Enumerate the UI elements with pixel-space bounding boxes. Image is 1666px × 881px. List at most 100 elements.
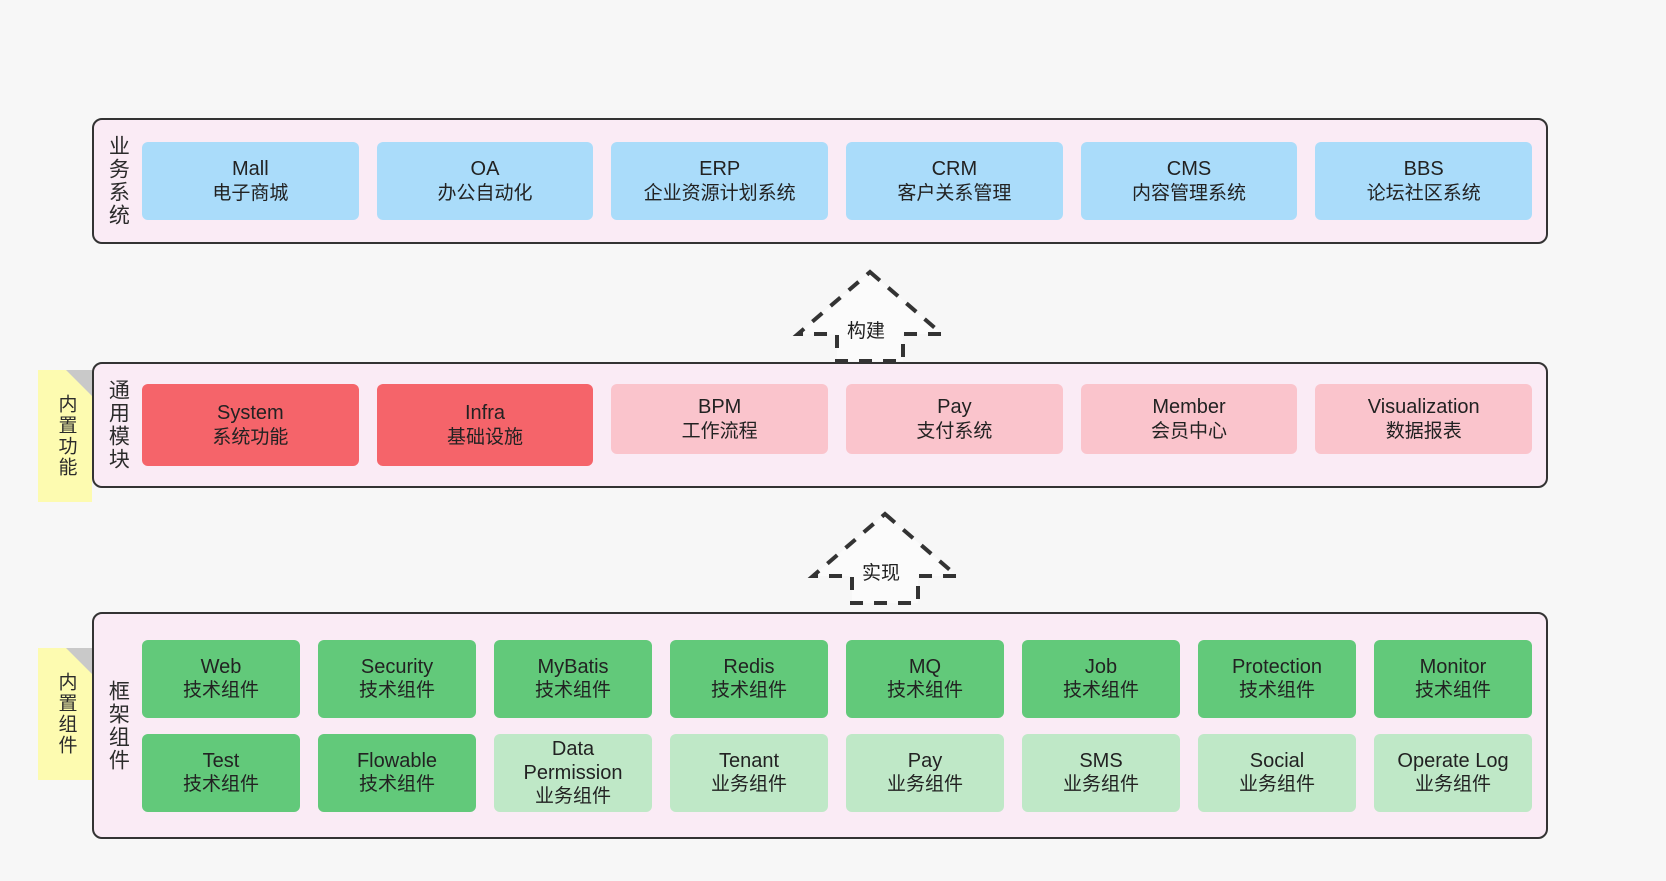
layer-common-modules-body: System 系统功能 Infra 基础设施 BPM 工作流程 Pay 支付系统… (140, 364, 1546, 486)
layer-common-modules-title: 通用模块 (106, 379, 130, 471)
note-builtin-components: 内置组件 (38, 648, 92, 780)
framework-cell-mybatis[interactable]: MyBatis 技术组件 (494, 639, 652, 718)
module-cell-visualization-name: Visualization (1367, 396, 1480, 419)
framework-cell-pay-name: Pay (907, 749, 943, 772)
note-builtin-features-label: 内置功能 (55, 394, 77, 478)
framework-cell-test-name: Test (202, 749, 240, 772)
arrow-implement-label: 实现 (862, 563, 901, 584)
framework-cell-monitor[interactable]: Monitor 技术组件 (1374, 639, 1532, 718)
module-cell-pay-sub: 支付系统 (916, 420, 993, 442)
business-cell-oa[interactable]: OA 办公自动化 (376, 142, 594, 220)
framework-cell-security-name: Security (360, 655, 434, 678)
business-cell-cms[interactable]: CMS 内容管理系统 (1080, 142, 1298, 220)
common-modules-row: System 系统功能 Infra 基础设施 BPM 工作流程 Pay 支付系统… (142, 384, 1533, 466)
business-cell-mall[interactable]: Mall 电子商城 (142, 142, 359, 220)
module-cell-infra-name: Infra (464, 402, 506, 425)
business-cell-crm[interactable]: CRM 客户关系管理 (846, 142, 1063, 220)
framework-cell-sms-name: SMS (1079, 749, 1123, 772)
framework-cell-redis-name: Redis (723, 655, 775, 678)
framework-cell-tenant-name: Tenant (718, 749, 780, 772)
note-fold-icon (66, 648, 92, 674)
business-cell-crm-name: CRM (931, 158, 978, 181)
module-cell-member-sub: 会员中心 (1151, 420, 1228, 442)
framework-cell-monitor-name: Monitor (1419, 655, 1487, 678)
framework-cell-redis[interactable]: Redis 技术组件 (670, 639, 828, 718)
framework-cell-data-permission-sub: 业务组件 (534, 786, 611, 808)
business-cell-oa-sub: 办公自动化 (437, 182, 533, 204)
business-cell-crm-sub: 客户关系管理 (897, 182, 1012, 204)
business-cell-bbs-name: BBS (1403, 158, 1444, 181)
business-cell-erp-name: ERP (699, 158, 741, 181)
framework-cell-web[interactable]: Web 技术组件 (142, 639, 300, 718)
framework-cell-operate-log-name: Operate Log (1397, 749, 1509, 772)
framework-cell-tenant[interactable]: Tenant 业务组件 (670, 733, 828, 812)
arrow-build-label: 构建 (847, 321, 886, 342)
layer-framework-components: 框架组件 Web 技术组件 Security 技术组件 MyBatis 技术组件… (92, 612, 1548, 839)
framework-cell-pay-sub: 业务组件 (886, 774, 963, 796)
framework-cell-mq-name: MQ (908, 655, 942, 678)
framework-cell-web-name: Web (200, 655, 242, 678)
framework-cell-mybatis-name: MyBatis (537, 655, 609, 678)
framework-cell-protection-name: Protection (1231, 655, 1323, 678)
framework-cell-flowable-name: Flowable (356, 749, 438, 772)
module-cell-infra-sub: 基础设施 (447, 426, 524, 448)
framework-cell-protection-sub: 技术组件 (1238, 680, 1315, 702)
framework-cell-social-sub: 业务组件 (1238, 774, 1315, 796)
layer-business-systems-title: 业务系统 (106, 135, 130, 227)
framework-cell-mq-sub: 技术组件 (886, 680, 963, 702)
framework-cell-mq[interactable]: MQ 技术组件 (846, 639, 1004, 718)
module-cell-infra[interactable]: Infra 基础设施 (376, 384, 594, 466)
module-cell-system[interactable]: System 系统功能 (142, 384, 359, 466)
framework-cell-sms-sub: 业务组件 (1062, 774, 1139, 796)
business-cell-cms-name: CMS (1166, 158, 1212, 181)
business-cell-bbs[interactable]: BBS 论坛社区系统 (1315, 142, 1533, 220)
business-cell-erp-sub: 企业资源计划系统 (643, 182, 796, 204)
module-cell-visualization-sub: 数据报表 (1385, 420, 1462, 442)
module-cell-pay-name: Pay (937, 396, 972, 419)
framework-tech-row: Web 技术组件 Security 技术组件 MyBatis 技术组件 Redi… (142, 639, 1532, 718)
framework-cell-test[interactable]: Test 技术组件 (142, 733, 300, 812)
layer-framework-components-title: 框架组件 (106, 679, 130, 772)
module-cell-bpm-name: BPM (698, 396, 742, 419)
note-fold-icon (66, 370, 92, 396)
arrow-implement: 实现 (807, 510, 963, 605)
layer-framework-components-body: Web 技术组件 Security 技术组件 MyBatis 技术组件 Redi… (140, 614, 1546, 837)
layer-business-systems-body: Mall 电子商城 OA 办公自动化 ERP 企业资源计划系统 CRM 客户关系… (140, 120, 1546, 242)
module-cell-member-name: Member (1152, 396, 1226, 419)
framework-cell-operate-log-sub: 业务组件 (1414, 774, 1491, 796)
framework-cell-web-sub: 技术组件 (182, 680, 259, 702)
framework-cell-job-name: Job (1084, 655, 1118, 678)
module-cell-system-sub: 系统功能 (212, 426, 289, 448)
business-cell-bbs-sub: 论坛社区系统 (1366, 182, 1481, 204)
layer-common-modules: 通用模块 System 系统功能 Infra 基础设施 BPM 工作流程 Pay… (92, 362, 1548, 488)
framework-cell-redis-sub: 技术组件 (710, 680, 787, 702)
framework-cell-security-sub: 技术组件 (358, 680, 435, 702)
framework-cell-social[interactable]: Social 业务组件 (1198, 733, 1356, 812)
module-cell-bpm[interactable]: BPM 工作流程 (611, 384, 829, 454)
framework-cell-flowable[interactable]: Flowable 技术组件 (318, 733, 476, 812)
framework-cell-tenant-sub: 业务组件 (710, 774, 787, 796)
module-cell-bpm-sub: 工作流程 (681, 420, 758, 442)
framework-cell-mybatis-sub: 技术组件 (534, 680, 611, 702)
framework-biz-row: Test 技术组件 Flowable 技术组件 Data Permission … (142, 733, 1532, 812)
module-cell-member[interactable]: Member 会员中心 (1080, 384, 1298, 454)
framework-cell-protection[interactable]: Protection 技术组件 (1198, 639, 1356, 718)
business-cell-mall-sub: 电子商城 (212, 182, 289, 204)
business-cell-erp[interactable]: ERP 企业资源计划系统 (611, 142, 829, 220)
module-cell-visualization[interactable]: Visualization 数据报表 (1315, 384, 1533, 454)
arrow-build: 构建 (792, 268, 948, 363)
module-cell-system-name: System (216, 402, 284, 425)
framework-cell-job-sub: 技术组件 (1062, 680, 1139, 702)
framework-cell-data-permission[interactable]: Data Permission 业务组件 (494, 733, 652, 812)
business-systems-row: Mall 电子商城 OA 办公自动化 ERP 企业资源计划系统 CRM 客户关系… (142, 142, 1533, 220)
framework-cell-security[interactable]: Security 技术组件 (318, 639, 476, 718)
framework-cell-pay[interactable]: Pay 业务组件 (846, 733, 1004, 812)
framework-cell-test-sub: 技术组件 (182, 774, 259, 796)
framework-cell-job[interactable]: Job 技术组件 (1022, 639, 1180, 718)
module-cell-pay[interactable]: Pay 支付系统 (846, 384, 1063, 454)
framework-cell-sms[interactable]: SMS 业务组件 (1022, 733, 1180, 812)
framework-cell-operate-log[interactable]: Operate Log 业务组件 (1374, 733, 1532, 812)
framework-cell-social-name: Social (1249, 749, 1305, 772)
business-cell-mall-name: Mall (232, 158, 269, 181)
